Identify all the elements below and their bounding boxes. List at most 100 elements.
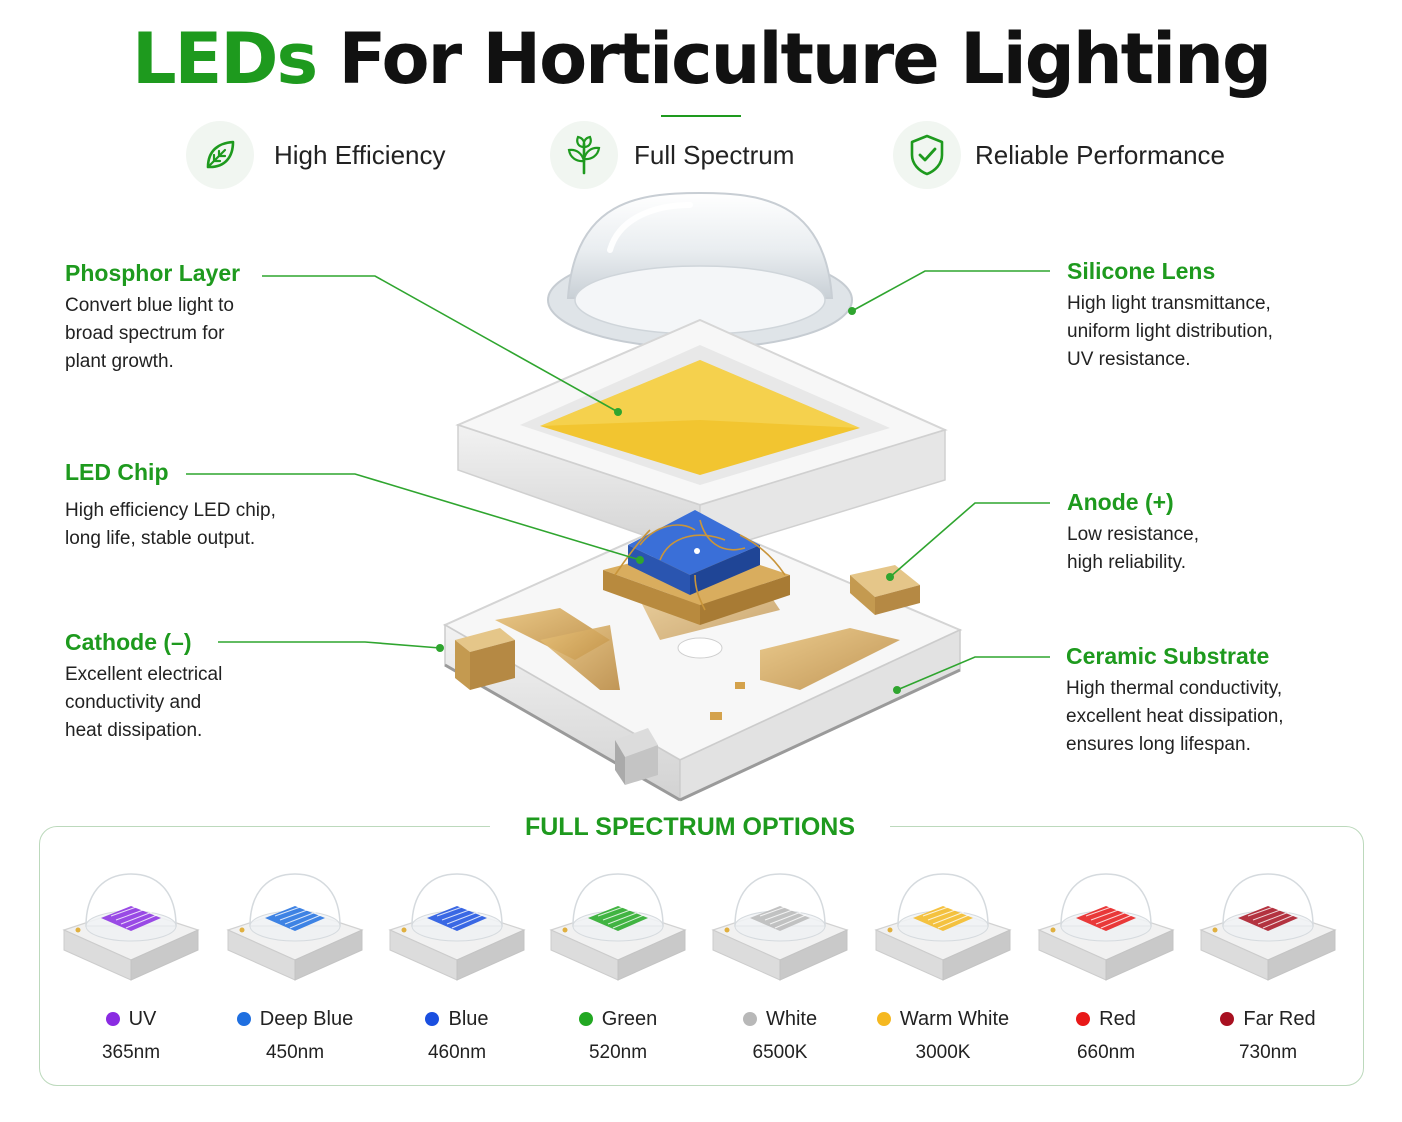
callout-desc-line: ensures long lifespan. bbox=[1066, 734, 1251, 755]
callout-desc-line: High thermal conductivity, bbox=[1066, 678, 1283, 699]
callout-title: LED Chip bbox=[65, 459, 169, 485]
spectrum-led-label: Blue bbox=[448, 1008, 489, 1030]
callout-desc: High thermal conductivity, excellent hea… bbox=[1066, 675, 1284, 759]
callout-title: Anode (+) bbox=[1067, 489, 1174, 515]
spectrum-led-value: 365nm bbox=[101, 1042, 161, 1063]
shield-check-icon bbox=[893, 121, 961, 189]
callout-desc-line: UV resistance. bbox=[1067, 349, 1191, 370]
spectrum-led-name: Blue bbox=[362, 1008, 552, 1031]
callout-title: Silicone Lens bbox=[1067, 258, 1216, 284]
callout-desc-line: heat dissipation. bbox=[65, 720, 203, 741]
led-exploded-diagram bbox=[186, 191, 1050, 802]
feature-label: Reliable Performance bbox=[975, 139, 1226, 170]
spectrum-led-card: UV 365nm bbox=[56, 868, 206, 1063]
leader-lines bbox=[186, 270, 1050, 691]
led-package-icon bbox=[388, 873, 526, 981]
spectrum-led-label: Deep Blue bbox=[259, 1008, 354, 1030]
spectrum-led-name: Red bbox=[1011, 1008, 1201, 1031]
spectrum-led-label: Warm White bbox=[899, 1008, 1010, 1030]
feature-label: High Efficiency bbox=[274, 139, 446, 170]
ceramic-substrate-illustration bbox=[442, 513, 963, 802]
callout-desc-line: Excellent electrical bbox=[65, 664, 223, 685]
callout-desc: High light transmittance, uniform light … bbox=[1067, 290, 1273, 374]
title-divider bbox=[661, 115, 741, 117]
feature-high-efficiency: High Efficiency bbox=[186, 121, 446, 189]
spectrum-led-card: Warm White 3000K bbox=[868, 868, 1018, 1063]
led-package-icon bbox=[549, 873, 687, 981]
spectrum-led-name: Far Red bbox=[1173, 1008, 1363, 1031]
spectrum-led-name: UV bbox=[36, 1008, 226, 1031]
spectrum-led-card: Blue 460nm bbox=[382, 868, 532, 1063]
callout-phosphor-layer: Phosphor Layer Convert blue light to bro… bbox=[65, 258, 240, 376]
feature-reliable-performance: Reliable Performance bbox=[893, 121, 1225, 189]
leaf-icon bbox=[186, 121, 254, 189]
callout-cathode: Cathode (–) Excellent electrical conduct… bbox=[65, 627, 222, 745]
color-dot bbox=[742, 1012, 757, 1026]
callout-desc-line: High light transmittance, bbox=[1067, 293, 1271, 314]
spectrum-led-card: Far Red 730nm bbox=[1193, 868, 1343, 1063]
title-accent: LEDs bbox=[131, 18, 318, 100]
color-dot bbox=[105, 1012, 120, 1026]
callout-anode: Anode (+) Low resistance, high reliabili… bbox=[1067, 487, 1199, 577]
callout-desc: Excellent electrical conductivity and he… bbox=[65, 661, 222, 745]
spectrum-led-card: White 6500K bbox=[705, 868, 855, 1063]
spectrum-led-label: Far Red bbox=[1243, 1008, 1316, 1030]
callout-title: Ceramic Substrate bbox=[1066, 643, 1270, 669]
callout-desc-line: conductivity and bbox=[65, 692, 202, 713]
title-rest: For Horticulture Lighting bbox=[338, 18, 1273, 100]
spectrum-led-name: Warm White bbox=[848, 1008, 1038, 1031]
callout-desc: Low resistance, high reliability. bbox=[1067, 521, 1199, 577]
color-dot bbox=[1076, 1012, 1091, 1026]
led-package-icon bbox=[874, 873, 1012, 981]
led-package-icon bbox=[1037, 873, 1175, 981]
spectrum-led-card: Green 520nm bbox=[543, 868, 693, 1063]
feature-full-spectrum: Full Spectrum bbox=[550, 121, 794, 189]
led-chip-illustration bbox=[603, 510, 790, 625]
led-package-icon bbox=[62, 873, 200, 981]
led-package-icon bbox=[226, 873, 364, 981]
spectrum-led-value: 3000K bbox=[915, 1042, 971, 1063]
callout-desc-line: high reliability. bbox=[1067, 552, 1186, 573]
callout-desc-line: long life, stable output. bbox=[65, 528, 256, 549]
callout-desc-line: Low resistance, bbox=[1067, 524, 1200, 545]
spectrum-led-label: Red bbox=[1099, 1008, 1136, 1030]
callout-desc-line: plant growth. bbox=[65, 351, 174, 372]
silicone-lens-illustration bbox=[547, 191, 853, 349]
spectrum-led-name: Green bbox=[523, 1008, 713, 1031]
sprout-icon bbox=[550, 121, 618, 189]
page-title: LEDs For Horticulture Lighting bbox=[0, 14, 1402, 104]
callout-desc-line: broad spectrum for bbox=[65, 323, 225, 344]
callout-led-chip: LED Chip High efficiency LED chip, long … bbox=[65, 457, 276, 553]
feature-label: Full Spectrum bbox=[634, 139, 795, 170]
color-dot bbox=[1220, 1012, 1235, 1026]
color-dot bbox=[578, 1012, 593, 1026]
spectrum-led-label: White bbox=[765, 1008, 818, 1030]
callout-ceramic-substrate: Ceramic Substrate High thermal conductiv… bbox=[1066, 641, 1284, 759]
callout-desc-line: Convert blue light to bbox=[65, 295, 234, 316]
spectrum-led-value: 730nm bbox=[1238, 1042, 1298, 1063]
spectrum-led-label: Green bbox=[601, 1008, 658, 1030]
spectrum-options-title: FULL SPECTRUM OPTIONS bbox=[490, 811, 890, 843]
callout-desc: High efficiency LED chip, long life, sta… bbox=[65, 497, 276, 553]
spectrum-led-name: Deep Blue bbox=[200, 1008, 390, 1031]
color-dot bbox=[236, 1012, 251, 1026]
led-package-icon bbox=[1199, 873, 1337, 981]
spectrum-led-card: Deep Blue 450nm bbox=[220, 868, 370, 1063]
callout-desc-line: excellent heat dissipation, bbox=[1066, 706, 1284, 727]
spectrum-led-value: 6500K bbox=[752, 1042, 808, 1063]
spectrum-led-value: 450nm bbox=[265, 1042, 325, 1063]
callout-silicone-lens: Silicone Lens High light transmittance, … bbox=[1067, 256, 1273, 374]
color-dot bbox=[425, 1012, 440, 1026]
led-package-icon bbox=[711, 873, 849, 981]
color-dot bbox=[876, 1012, 891, 1026]
callout-title: Phosphor Layer bbox=[65, 260, 241, 286]
spectrum-led-value: 460nm bbox=[427, 1042, 487, 1063]
callout-title: Cathode (–) bbox=[65, 629, 192, 655]
spectrum-led-label: UV bbox=[128, 1008, 157, 1030]
spectrum-led-name: White bbox=[685, 1008, 875, 1031]
callout-desc-line: High efficiency LED chip, bbox=[65, 500, 276, 521]
spectrum-led-value: 520nm bbox=[588, 1042, 648, 1063]
callout-desc: Convert blue light to broad spectrum for… bbox=[65, 292, 240, 376]
callout-desc-line: uniform light distribution, bbox=[1067, 321, 1273, 342]
